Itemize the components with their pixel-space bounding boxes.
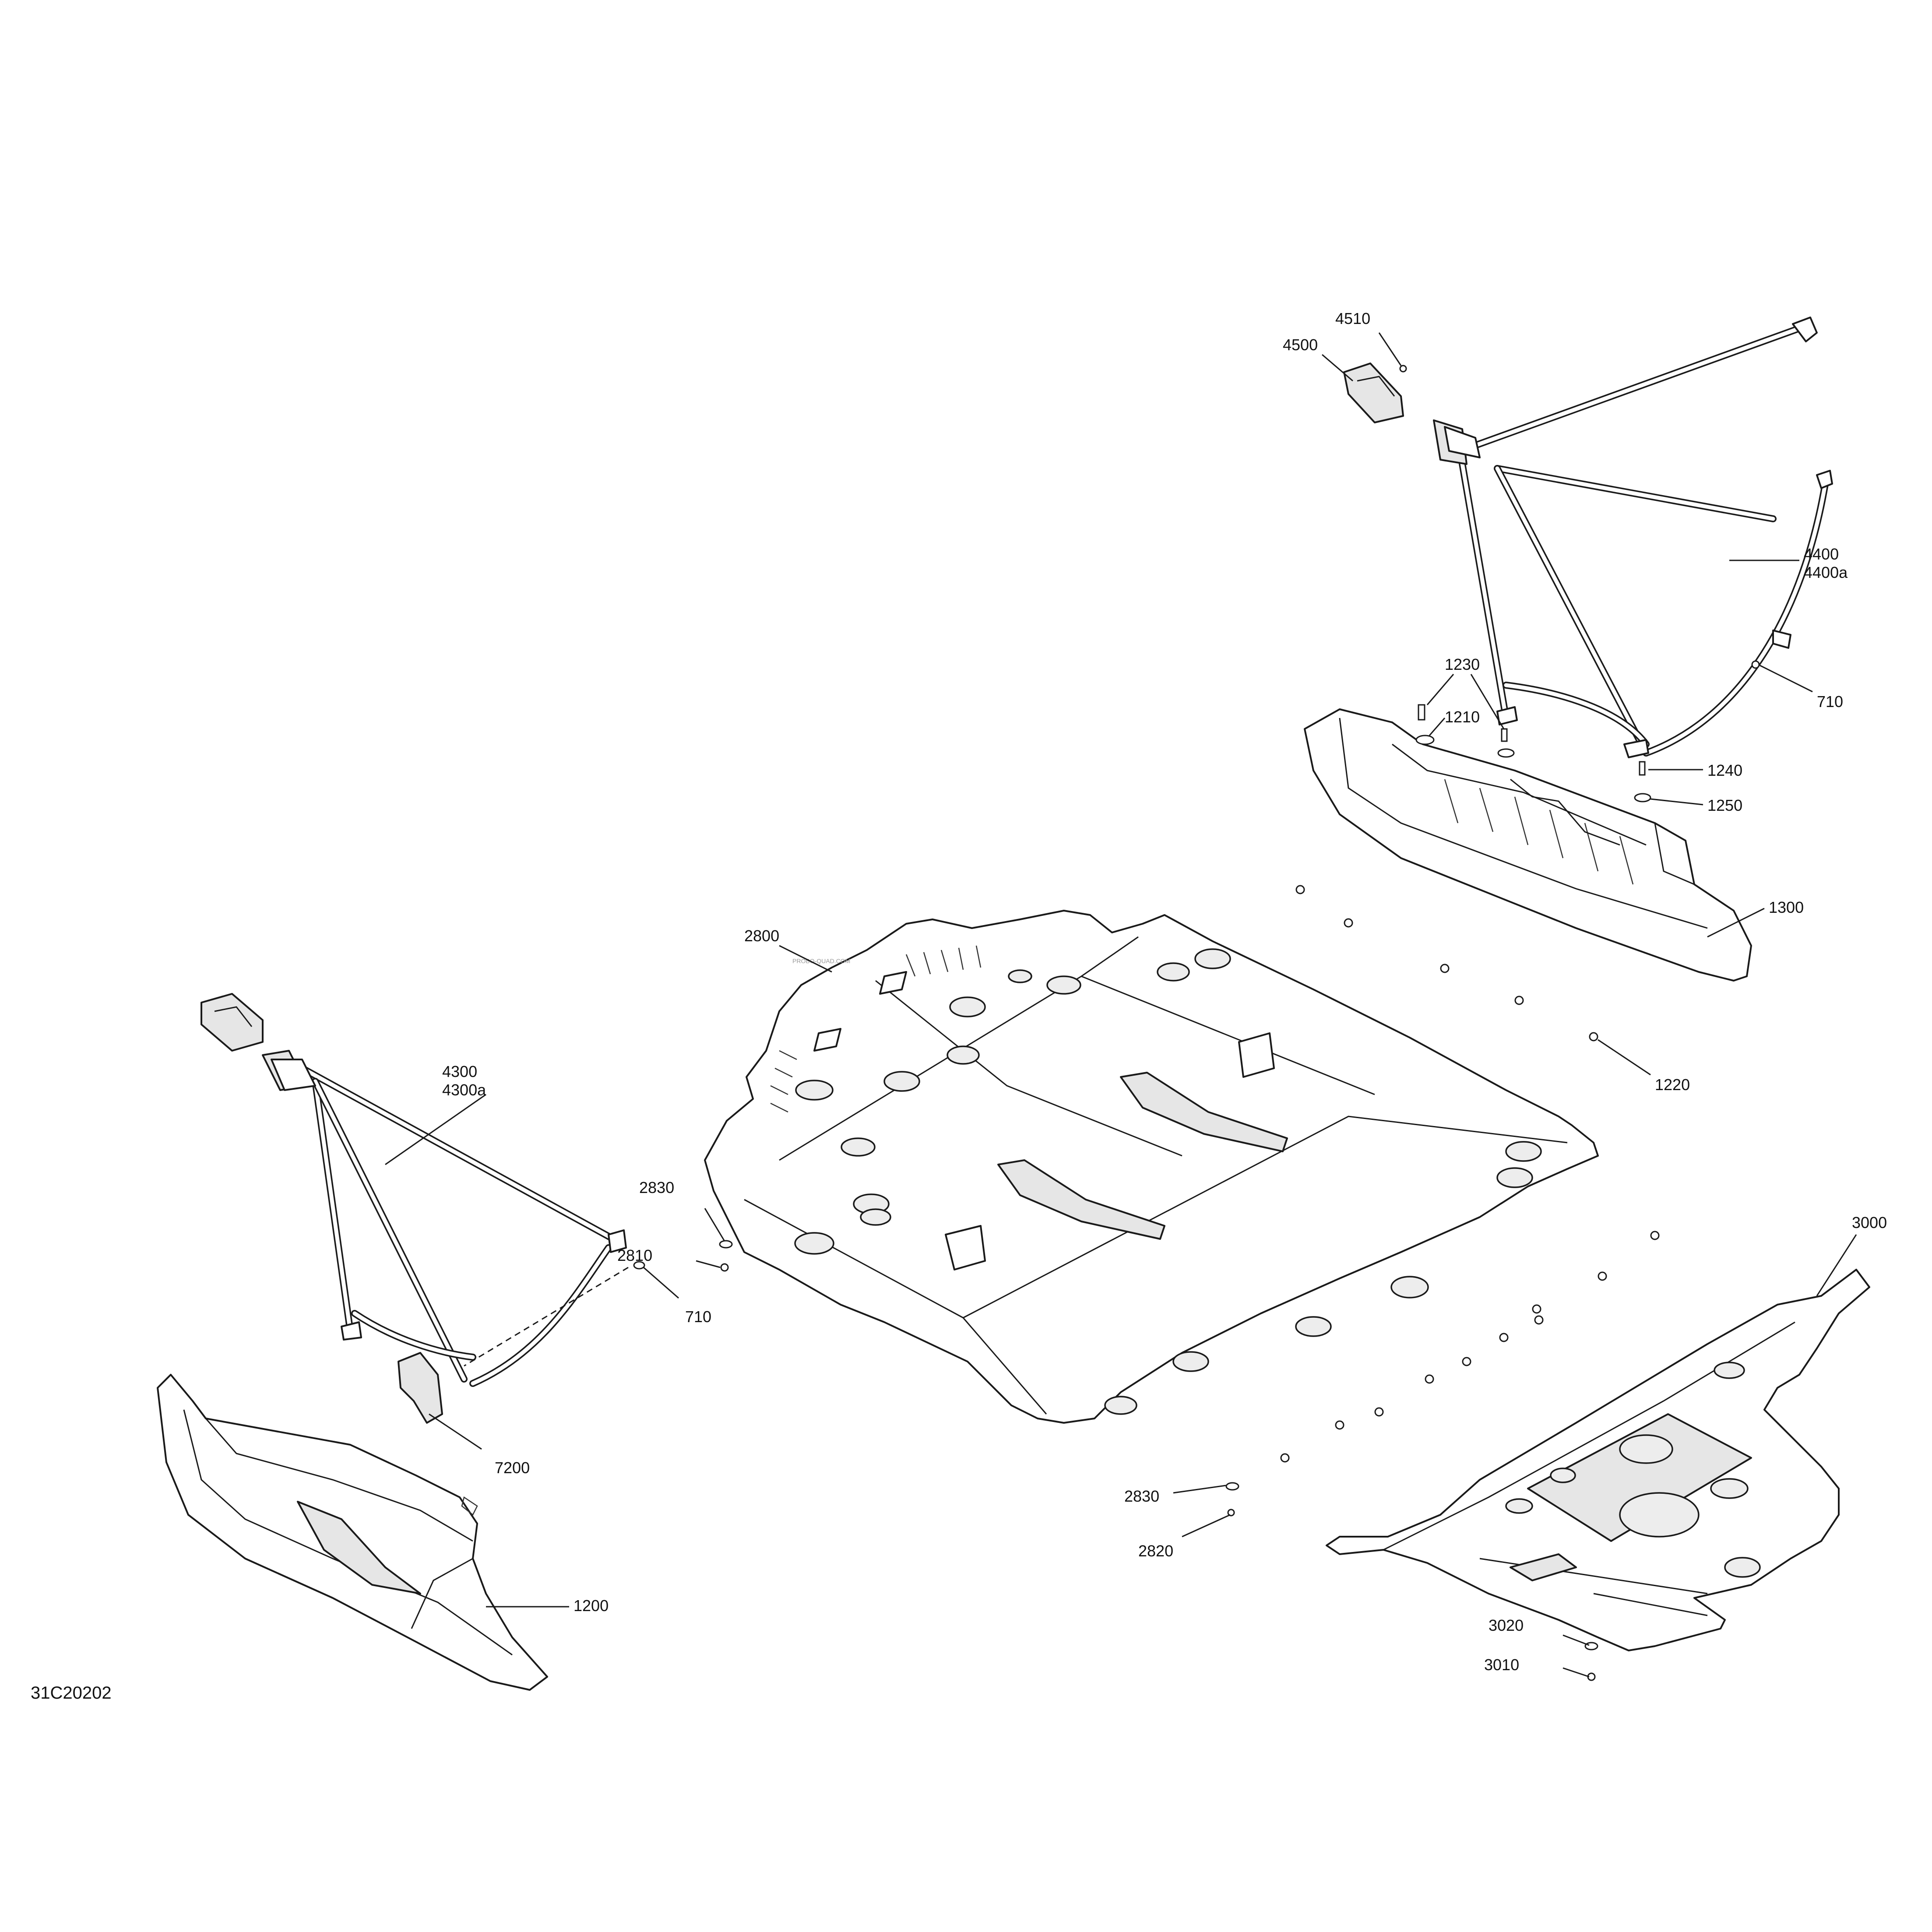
pin-4510 — [1399, 365, 1407, 373]
callout-2800: 2800 — [744, 927, 779, 945]
callout-1200: 1200 — [574, 1597, 609, 1615]
skid-plate-3000 — [1326, 1269, 1870, 1651]
callout-4400: 4400 — [1804, 545, 1839, 563]
callout-1240: 1240 — [1707, 761, 1742, 779]
callout-1250: 1250 — [1707, 796, 1742, 814]
fasteners-1200-series — [1415, 660, 1760, 802]
rivets-1220 — [1295, 885, 1598, 1042]
callout-3010: 3010 — [1484, 1656, 1519, 1674]
callout-1220: 1220 — [1655, 1076, 1690, 1094]
side-panel-1200 — [157, 1374, 548, 1691]
watermark: PROBO-QUAD.COM — [792, 957, 850, 964]
callout-3020: 3020 — [1489, 1616, 1524, 1634]
callout-4510: 4510 — [1335, 310, 1370, 327]
callout-labels: 4510 4500 4400 4400a 710 1230 1210 1240 … — [31, 310, 1887, 1703]
callout-2830-left: 2830 — [639, 1179, 674, 1197]
callout-3000: 3000 — [1852, 1214, 1887, 1232]
leader-lines — [385, 332, 1857, 1678]
callout-2820: 2820 — [1138, 1542, 1173, 1560]
side-panel-1300 — [1304, 708, 1752, 982]
harness-bar-left — [262, 1050, 629, 1387]
rivets-2810 — [719, 1240, 733, 1272]
bracket-7200 — [398, 1352, 443, 1424]
rivets-3000 — [1225, 1231, 1660, 1681]
callout-1230: 1230 — [1445, 655, 1480, 673]
buckle-4500 — [1343, 362, 1404, 423]
callout-4400a: 4400a — [1804, 563, 1848, 581]
clip-710-left — [633, 1261, 645, 1270]
harness-bar-right — [1433, 317, 1833, 758]
callout-1210: 1210 — [1445, 708, 1480, 726]
skid-plate-2800 — [704, 910, 1599, 1424]
callout-2810: 2810 — [617, 1246, 652, 1264]
callout-710-right: 710 — [1817, 693, 1843, 711]
buckle-left — [201, 993, 264, 1052]
callout-1300: 1300 — [1769, 898, 1804, 916]
callout-2830-right: 2830 — [1124, 1487, 1159, 1505]
callout-4300: 4300 — [442, 1063, 477, 1080]
callout-4300a: 4300a — [442, 1081, 486, 1099]
diagram-code: 31C20202 — [31, 1683, 112, 1703]
callout-710-left: 710 — [685, 1308, 711, 1326]
callout-7200: 7200 — [495, 1459, 530, 1477]
callout-4500: 4500 — [1283, 336, 1318, 354]
